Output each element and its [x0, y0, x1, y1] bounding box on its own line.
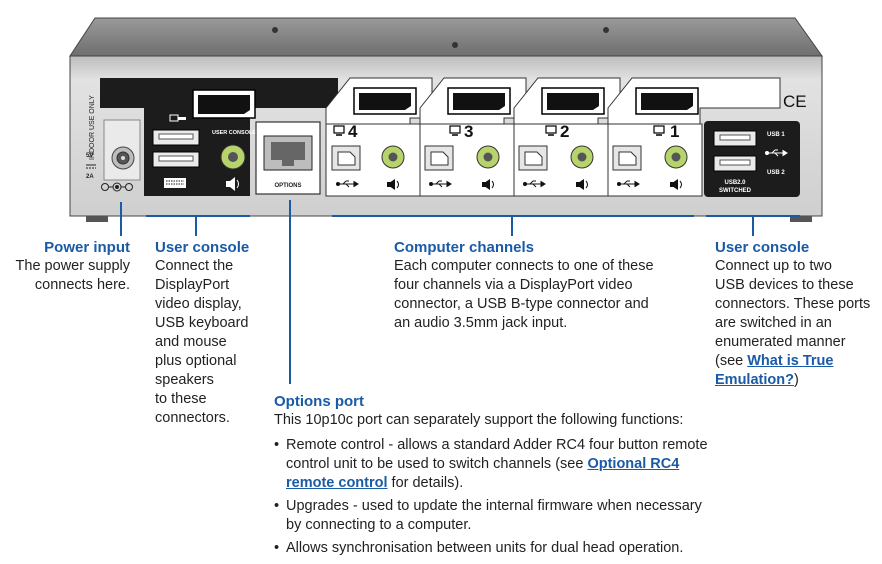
chassis-top [69, 17, 823, 57]
keyboard-icon [164, 178, 186, 188]
channel-1-panel [607, 77, 781, 197]
ch4-usb-b-port [331, 145, 361, 171]
ch1-monitor-icon [653, 125, 665, 136]
power-input-line2: connects here. [34, 277, 130, 293]
user-console-right-line: enumerated manner [715, 334, 846, 350]
ch4-monitor-icon [333, 125, 345, 136]
rj-port [263, 135, 313, 171]
channel-2-panel [513, 77, 621, 197]
ch3-monitor-icon [449, 125, 461, 136]
monitor-icon [169, 114, 186, 122]
usb-switched-icon [765, 149, 788, 157]
user-console-left-line: and mouse [155, 334, 227, 350]
user-console-right-line: connectors. These ports [715, 296, 871, 312]
options-port-callout: Options port This 10p10c port can separa… [274, 392, 774, 562]
remote-line-c: remote control for details). [286, 474, 774, 493]
user-console-right-link-line: Emulation?) [715, 371, 881, 390]
usb20-label: USB2.0 [724, 180, 746, 186]
ch1-usb-b-port [612, 145, 642, 171]
options-port-title: Options port [274, 393, 364, 410]
true-emulation-link[interactable]: What is True [747, 353, 834, 369]
ch3-audio-jack [476, 145, 500, 169]
computer-channels-line: connector, a USB B-type connector and [394, 296, 649, 312]
ch2-audio-jack [570, 145, 594, 169]
options-bullet-upgrades: Upgrades - used to update the internal f… [274, 497, 774, 535]
channel-4-number: 4 [348, 122, 358, 141]
user-console-left-line: Connect the [155, 258, 234, 274]
speaker-icon [226, 177, 239, 191]
volt-label: 5V [86, 153, 93, 159]
usb-icons [336, 180, 640, 188]
options-bullet-sync: Allows synchronisation between units for… [274, 539, 774, 558]
user-console-right-title: User console [715, 239, 810, 256]
rc4-link-cont[interactable]: remote control [286, 475, 388, 491]
user-console-left-line: video display, [155, 296, 242, 312]
user-console-left-title: User console [155, 239, 250, 256]
sync-line: Allows synchronisation between units for… [286, 540, 684, 556]
computer-channels-title: Computer channels [394, 239, 535, 256]
user-console-right-line: Connect up to two [715, 258, 832, 274]
callout-lines [120, 200, 800, 384]
user-console-left-line: DisplayPort [155, 277, 230, 293]
remote-line-a: Remote control - allows a standard Adder… [286, 437, 708, 453]
user-console-left-callout: User console Connect the DisplayPort vid… [155, 238, 265, 428]
ch4-audio-jack [381, 145, 405, 169]
computer-channels-callout: Computer channels Each computer connects… [394, 238, 694, 333]
remote-text-c: for details). [387, 475, 464, 491]
options-label: OPTIONS [274, 183, 301, 189]
rc4-link[interactable]: Optional RC4 [587, 456, 680, 472]
options-port-list: Remote control - allows a standard Adder… [274, 436, 774, 558]
ch3-usb-b-port [424, 145, 454, 171]
user-console-right-line: are switched in an [715, 315, 832, 331]
polarity-icon [101, 182, 133, 192]
power-input-callout: Power input The power supply connects he… [4, 238, 130, 295]
amp-label: 2A [86, 174, 94, 180]
ch2-monitor-icon [545, 125, 557, 136]
user-console-left-line: speakers [155, 372, 214, 388]
switched-label: SWITCHED [719, 188, 752, 194]
ch1-audio-jack [664, 145, 688, 169]
user-console-right-callout: User console Connect up to two USB devic… [715, 238, 881, 390]
user-console-left-line: to these [155, 391, 207, 407]
computer-channels-line: Each computer connects to one of these [394, 258, 654, 274]
ch2-usb-b-port [518, 145, 548, 171]
remote-line-b: control unit to be used to switch channe… [286, 455, 774, 474]
computer-channels-line: four channels via a DisplayPort video [394, 277, 633, 293]
see-open-text: (see [715, 353, 748, 369]
speaker-icons [387, 179, 682, 190]
options-port-intro: This 10p10c port can separately support … [274, 412, 684, 428]
user-console-left-line: plus optional [155, 353, 237, 369]
true-emulation-link-cont[interactable]: Emulation? [715, 372, 794, 388]
see-close-text: ) [793, 372, 799, 388]
remote-text-b: control unit to be used to switch channe… [286, 456, 588, 472]
console-displayport [192, 89, 256, 119]
user-console-right-line: USB devices to these [715, 277, 854, 293]
channel-2-number: 2 [560, 122, 569, 141]
options-bullet-remote: Remote control - allows a standard Adder… [274, 436, 774, 493]
computer-channels-line: an audio 3.5mm jack input. [394, 315, 568, 331]
power-input-title: Power input [44, 239, 130, 256]
upgrades-line-a: Upgrades - used to update the internal f… [286, 498, 702, 514]
console-audio-jack [220, 144, 246, 170]
usb2-label: USB 2 [767, 170, 785, 176]
user-console-label: USER CONSOLE [212, 130, 256, 136]
usb1-label: USB 1 [767, 132, 785, 138]
channel-1-number: 1 [670, 122, 679, 141]
indoor-use-label: INDOOR USE ONLY [89, 95, 96, 160]
ce-mark: CE [783, 92, 807, 111]
upgrades-line-b: by connecting to a computer. [286, 517, 472, 533]
user-console-left-line: USB keyboard [155, 315, 249, 331]
user-console-left-line: connectors. [155, 410, 230, 426]
user-console-right-see-line: (see What is True [715, 352, 881, 371]
channel-3-number: 3 [464, 122, 473, 141]
power-input-line1: The power supply [15, 258, 130, 274]
